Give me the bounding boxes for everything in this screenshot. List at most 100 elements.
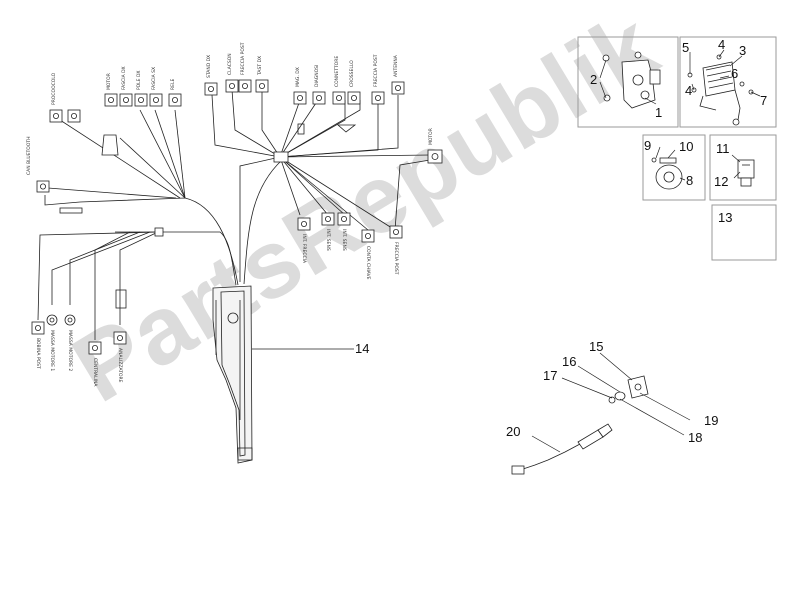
label-analizzatore: ANALIZZATORE [117,348,123,383]
label-tast-dx: TAST DX [257,56,263,76]
connector-bobina-post[interactable] [31,321,45,335]
connector-connettore[interactable] [332,91,346,105]
callout-4-top: 4 [718,37,725,52]
callout-7: 7 [760,93,767,108]
callout-leaders [531,49,761,453]
connector-antenna[interactable] [391,81,405,95]
connector-right-main[interactable] [427,149,443,164]
connector-diagnosi[interactable] [312,91,326,105]
callout-18: 18 [688,430,702,445]
label-int-freccia: INT. FRECCIA [301,234,307,264]
callout-20: 20 [506,424,520,439]
connector-labels: CAN BLUETOOTH PROCOOCOLO MOTOR FASCIA DX… [26,42,434,387]
connector-stand-dx[interactable] [204,82,218,96]
label-crossello: CROSSELLO [349,60,355,87]
connector-freccia-post[interactable] [238,79,252,93]
callout-2: 2 [590,72,597,87]
part-horn-8[interactable] [651,157,683,190]
connector-massa-motore-2[interactable] [64,314,76,326]
callout-3: 3 [739,43,746,58]
label-can-bluetooth: CAN BLUETOOTH [26,137,32,176]
label-motor-2: MOTOR [428,128,434,145]
connector-pdle-dx[interactable] [134,93,148,107]
connector-fascia-sx[interactable] [149,93,163,107]
callout-1: 1 [655,105,662,120]
connector-mag-dx[interactable] [293,91,307,105]
callout-15: 15 [589,339,603,354]
connector-freccia-post-3[interactable] [389,225,403,239]
connector-int-sens[interactable] [321,212,335,226]
label-fascia-sx: FASCIA SX [151,67,157,90]
part-sensor-1[interactable] [602,51,661,109]
connector-fascia-dx[interactable] [119,93,133,107]
main-harness-body[interactable] [212,285,253,464]
connector-int-sens-2[interactable] [337,212,351,226]
label-conta-chiave: CONTA CHIAVE [365,246,371,280]
connector-analizzatore[interactable] [113,331,127,345]
label-pdle-dx: PDLE DX [136,70,142,90]
label-freccia-post-3: FRECCIA POST [393,242,399,275]
connector-crossello[interactable] [347,91,361,105]
box-part-13 [711,204,777,261]
connector-large-plug[interactable] [101,134,119,156]
connector-group [31,79,443,355]
label-stand-dx: STAND DX [206,55,212,78]
label-int-sens-2: INT. SENS [341,229,347,251]
label-centralina: CENTRALINA [92,358,98,387]
callout-11: 11 [716,141,730,156]
label-motor: MOTOR [106,73,112,90]
label-connettore: CONNETTORE [334,56,340,87]
fuse-element [59,207,83,214]
connector-procoocolo-2[interactable] [67,109,81,123]
connector-massa-motore-1[interactable] [46,314,58,326]
label-freccia-post-2: FRECCIA POST [373,54,379,87]
callout-10: 10 [679,139,693,154]
part-washer-16[interactable] [614,391,626,401]
plug-connector [115,289,127,309]
connector-tast-dx[interactable] [255,79,269,93]
connector-clacson[interactable] [225,79,239,93]
label-rele: RELE [170,79,176,90]
part-regulator-3[interactable] [687,54,754,126]
label-mag-dx: MAG. DX [295,67,301,87]
box-horn-group [642,134,706,201]
callout-13: 13 [718,210,732,225]
connector-rele[interactable] [168,93,182,107]
label-antenna: ANTENNA [393,54,399,77]
label-int-sens: INT. SENS [325,229,331,251]
connector-procoocolo[interactable] [49,109,63,123]
part-lambda-sensor-20[interactable] [511,423,613,475]
part-sensor-bracket-15[interactable] [627,375,649,399]
connector-centralina[interactable] [88,341,102,355]
label-procoocolo: PROCOOCOLO [51,72,57,105]
label-bobina-post: BOBINA POST [35,338,41,369]
label-fascia-dx: FASCIA DX [121,66,127,90]
connector-can-bluetooth[interactable] [36,180,50,193]
callout-9: 9 [644,138,651,153]
label-freccia-post: FRECCIA POST [240,42,246,75]
label-clacson: CLACSON [227,53,233,75]
connector-int-freccia[interactable] [297,217,311,231]
connector-conta-chiave[interactable] [361,229,375,243]
callout-14: 14 [355,341,369,356]
label-massa-motore-1: MASSA MOTORE 1 [49,330,55,371]
callout-numbers: 1 2 3 4 4 5 6 7 8 9 10 11 12 13 14 15 16… [355,37,767,445]
connector-motor[interactable] [104,93,118,107]
callout-4-bottom: 4 [685,83,692,98]
box-regulator-group [679,36,777,128]
connector-junction [154,227,164,237]
box-sensor-group [577,36,679,128]
part-nut-17[interactable] [608,396,616,404]
callout-6: 6 [731,66,738,81]
callout-16: 16 [562,354,576,369]
callout-17: 17 [543,368,557,383]
callout-12: 12 [714,174,728,189]
box-relay-group [709,134,777,201]
part-relay-11[interactable] [737,159,755,187]
connector-freccia-post-2[interactable] [371,91,385,105]
label-massa-motore-2: MASSA MOTORE 2 [67,330,73,371]
label-diagnosi: DIAGNOSI [314,65,320,87]
callout-5: 5 [682,40,689,55]
